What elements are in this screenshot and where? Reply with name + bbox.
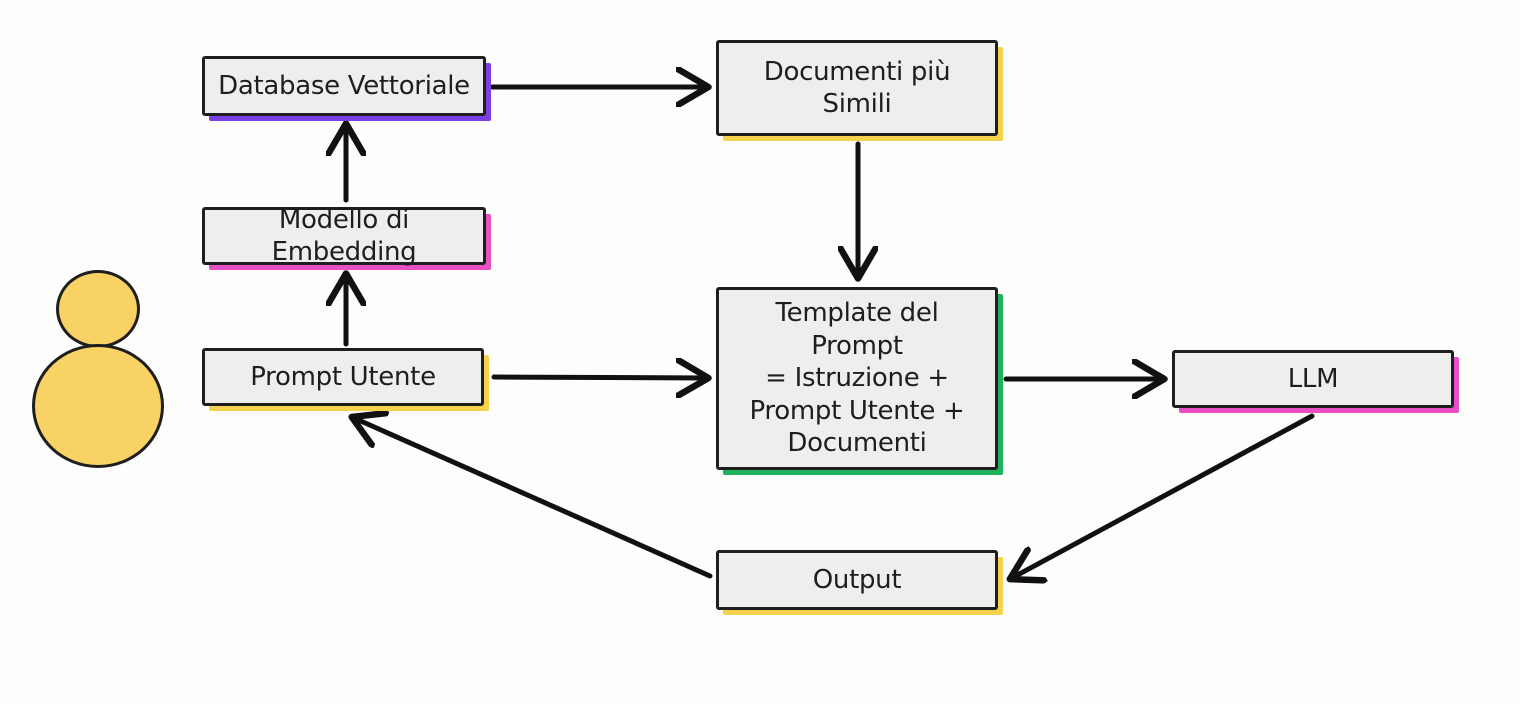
output-node: Output (716, 550, 998, 610)
prompt-template-node: Template del Prompt = Istruzione + Promp… (716, 287, 998, 470)
prompt-template-label-line3: Prompt Utente + (749, 395, 965, 426)
user-prompt-label: Prompt Utente (250, 361, 436, 392)
user-icon-body (32, 344, 164, 468)
llm-node: LLM (1172, 350, 1454, 408)
prompt-template-label-line2: = Istruzione + (765, 363, 949, 394)
llm-label: LLM (1287, 363, 1339, 394)
prompt-template-label-line1: Template del Prompt (775, 298, 939, 361)
user-prompt-node: Prompt Utente (202, 348, 484, 406)
arrow-llm-to-output (1012, 413, 1315, 578)
similar-documents-node: Documenti più Simili (716, 40, 998, 136)
user-icon-head (56, 270, 140, 348)
similar-documents-label-line1: Documenti più (763, 56, 951, 87)
vector-database-node: Database Vettoriale (202, 56, 486, 116)
prompt-template-label-line4: Documenti (787, 428, 927, 459)
vector-database-label: Database Vettoriale (218, 70, 470, 101)
arrow-prompt-to-template (491, 377, 706, 378)
embedding-model-label: Modello di Embedding (271, 204, 417, 268)
embedding-model-node: Modello di Embedding (202, 205, 486, 267)
similar-documents-label-line2: Simili (822, 89, 892, 119)
arrow-output-to-prompt (354, 418, 713, 579)
output-label: Output (812, 564, 902, 595)
